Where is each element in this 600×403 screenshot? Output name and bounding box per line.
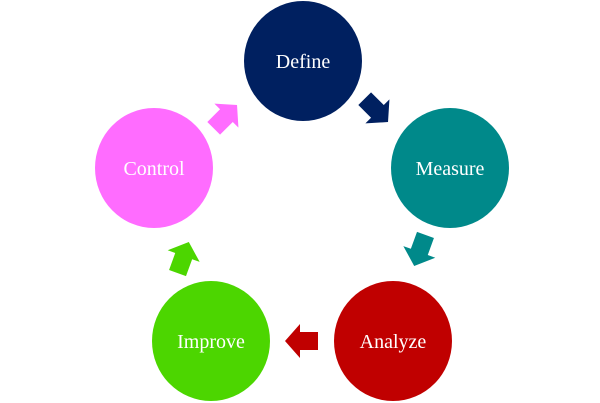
step-control: Control [95,108,213,228]
arrows-layer [167,92,436,358]
step-analyze: Analyze [334,281,452,401]
step-define-label: Define [276,51,331,73]
step-measure-label: Measure [416,158,485,180]
arrow-icon-measure-to-analyze [403,231,436,266]
step-analyze-label: Analyze [360,331,427,353]
step-define: Define [244,1,362,121]
step-improve: Improve [152,281,270,401]
step-improve-label: Improve [177,331,245,353]
step-measure-circle [391,108,509,228]
nodes-layer: Define Measure Analyze Improve Control [95,1,509,401]
step-measure: Measure [391,108,509,228]
arrow-icon-improve-to-control [167,242,200,277]
step-define-circle [244,1,362,121]
step-analyze-circle [334,281,452,401]
arrow-icon-analyze-to-improve [285,324,318,358]
step-control-label: Control [123,158,185,180]
step-control-circle [95,108,213,228]
arrow-icon-define-to-measure [358,92,390,124]
step-improve-circle [152,281,270,401]
arrow-icon-control-to-define [207,103,239,135]
